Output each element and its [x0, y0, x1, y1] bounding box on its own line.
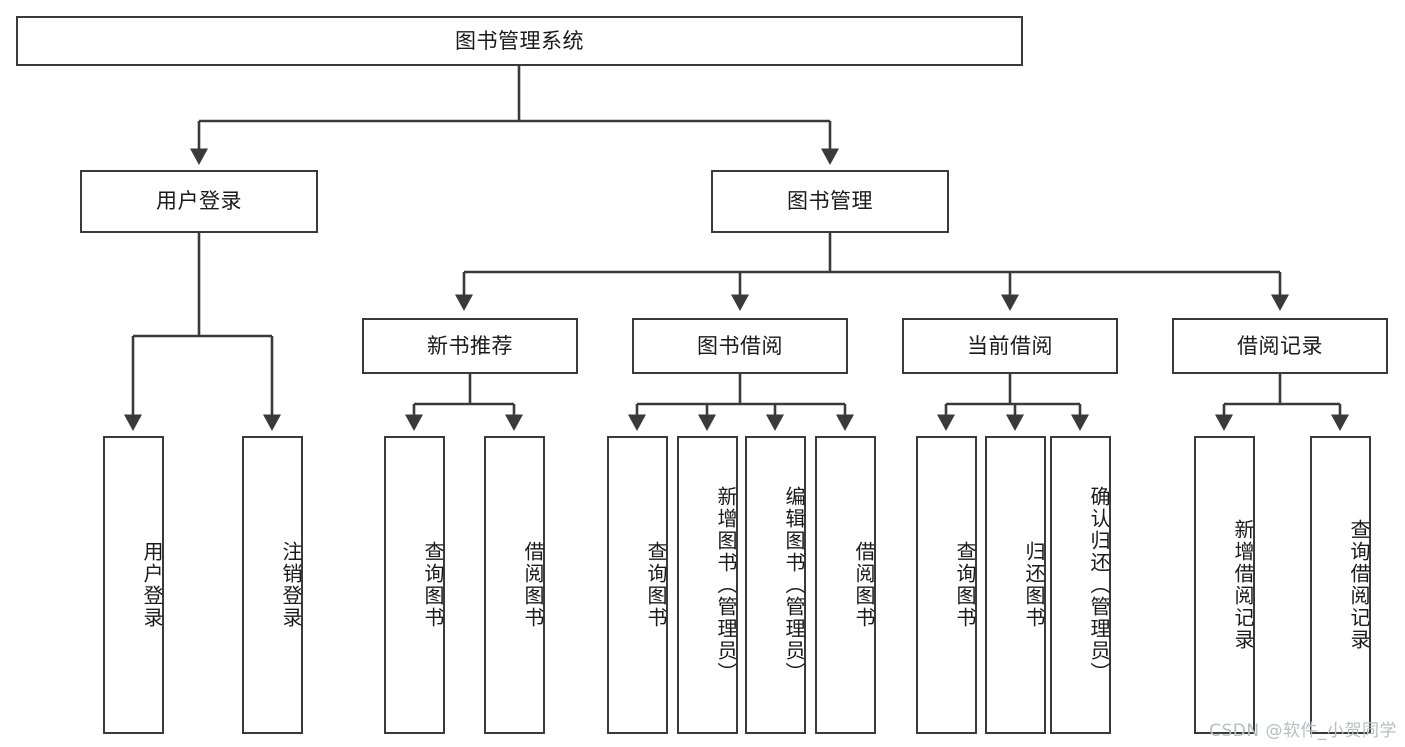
leaf-query-book-2-label: 查询图书: [644, 541, 668, 629]
leaf-add-record-label: 新增借阅记录: [1231, 519, 1255, 651]
leaf-borrow-book-1-label: 借阅图书: [521, 541, 545, 629]
node-borrow-record[interactable]: 借阅记录: [1172, 318, 1388, 374]
node-book-manage[interactable]: 图书管理: [711, 170, 949, 233]
leaf-query-book-2[interactable]: 查询图书: [607, 436, 668, 734]
leaf-query-book-1-label: 查询图书: [421, 541, 445, 629]
node-root[interactable]: 图书管理系统: [16, 16, 1023, 66]
leaf-logout-login-label: 注销登录: [279, 541, 303, 629]
node-user-login[interactable]: 用户登录: [80, 170, 318, 233]
node-root-label: 图书管理系统: [455, 28, 584, 53]
leaf-query-book-1[interactable]: 查询图书: [384, 436, 445, 734]
leaf-confirm-return[interactable]: 确认归还（管理员）: [1050, 436, 1111, 734]
leaf-add-record[interactable]: 新增借阅记录: [1194, 436, 1255, 734]
leaf-borrow-book-2-label: 借阅图书: [852, 541, 876, 629]
node-new-book-rec-label: 新书推荐: [427, 333, 513, 358]
node-new-book-rec[interactable]: 新书推荐: [362, 318, 578, 374]
leaf-query-book-3[interactable]: 查询图书: [916, 436, 977, 734]
node-user-login-label: 用户登录: [156, 189, 242, 214]
node-book-borrow[interactable]: 图书借阅: [632, 318, 848, 374]
leaf-borrow-book-2[interactable]: 借阅图书: [815, 436, 876, 734]
node-current-borrow-label: 当前借阅: [967, 333, 1053, 358]
leaf-query-record[interactable]: 查询借阅记录: [1310, 436, 1371, 734]
leaf-edit-book-label: 编辑图书（管理员）: [782, 486, 806, 684]
node-book-borrow-label: 图书借阅: [697, 333, 783, 358]
leaf-query-record-label: 查询借阅记录: [1347, 519, 1371, 651]
leaf-query-book-3-label: 查询图书: [953, 541, 977, 629]
leaf-return-book-label: 归还图书: [1022, 541, 1046, 629]
leaf-user-login-label: 用户登录: [140, 541, 164, 629]
csdn-watermark: CSDN @软件_小贺同学: [1209, 721, 1397, 741]
leaf-borrow-book-1[interactable]: 借阅图书: [484, 436, 545, 734]
leaf-add-book[interactable]: 新增图书（管理员）: [677, 436, 738, 734]
leaf-return-book[interactable]: 归还图书: [985, 436, 1046, 734]
node-book-manage-label: 图书管理: [787, 189, 873, 214]
leaf-logout-login[interactable]: 注销登录: [242, 436, 303, 734]
node-current-borrow[interactable]: 当前借阅: [902, 318, 1118, 374]
leaf-confirm-return-label: 确认归还（管理员）: [1087, 486, 1111, 684]
leaf-user-login[interactable]: 用户登录: [103, 436, 164, 734]
leaf-add-book-label: 新增图书（管理员）: [714, 486, 738, 684]
leaf-edit-book[interactable]: 编辑图书（管理员）: [745, 436, 806, 734]
node-borrow-record-label: 借阅记录: [1237, 333, 1323, 358]
